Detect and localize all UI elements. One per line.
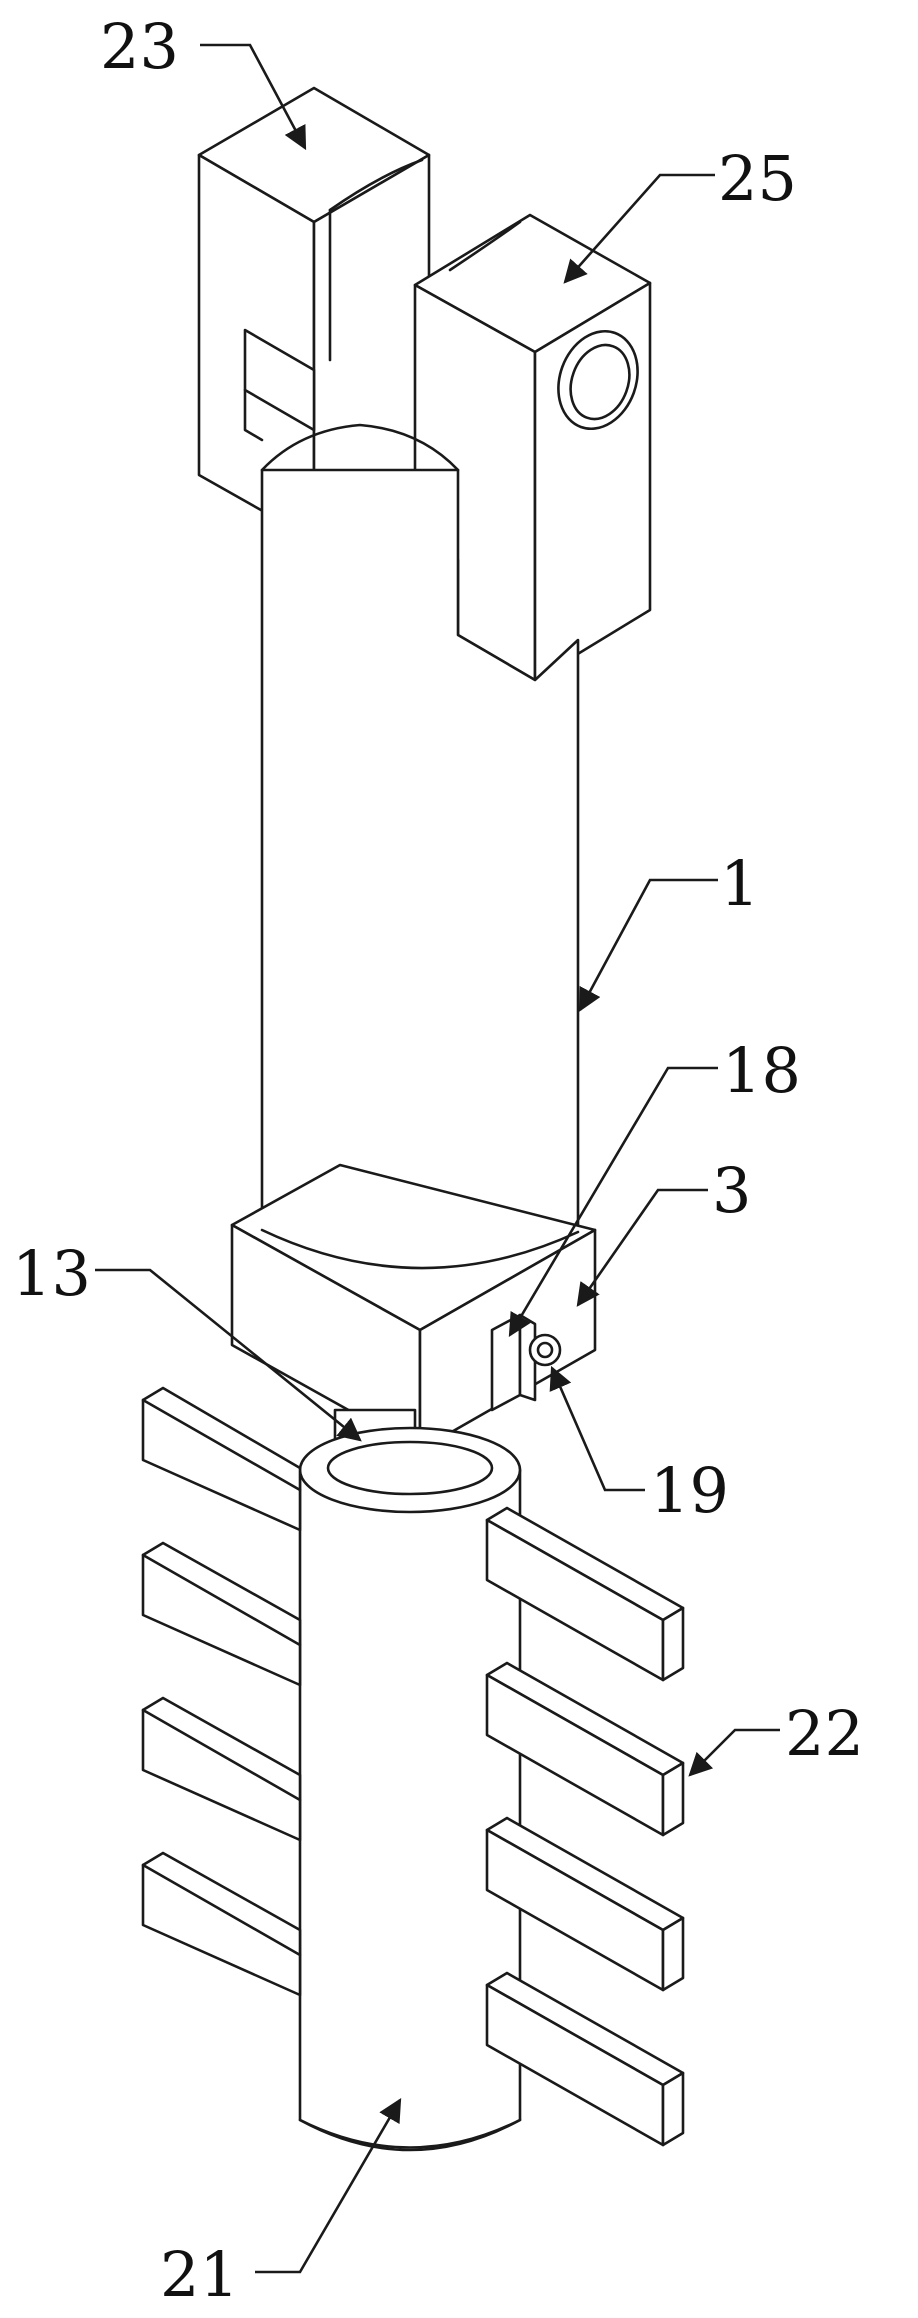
label-1: 1 (720, 847, 759, 920)
label-23: 23 (100, 10, 179, 83)
reference-labels: 23 25 1 18 3 13 19 22 21 (12, 10, 864, 2311)
label-21: 21 (160, 2238, 239, 2311)
label-25: 25 (718, 142, 797, 215)
left-fins (141, 1386, 302, 1997)
right-jaw-block (413, 213, 652, 682)
leader-lines (95, 43, 780, 2274)
left-jaw-block (197, 86, 431, 542)
right-fins (485, 1506, 685, 2147)
label-18: 18 (722, 1034, 801, 1107)
label-13: 13 (12, 1237, 91, 1310)
label-19: 19 (650, 1454, 729, 1527)
label-3: 3 (712, 1154, 751, 1227)
label-22: 22 (785, 1697, 864, 1770)
